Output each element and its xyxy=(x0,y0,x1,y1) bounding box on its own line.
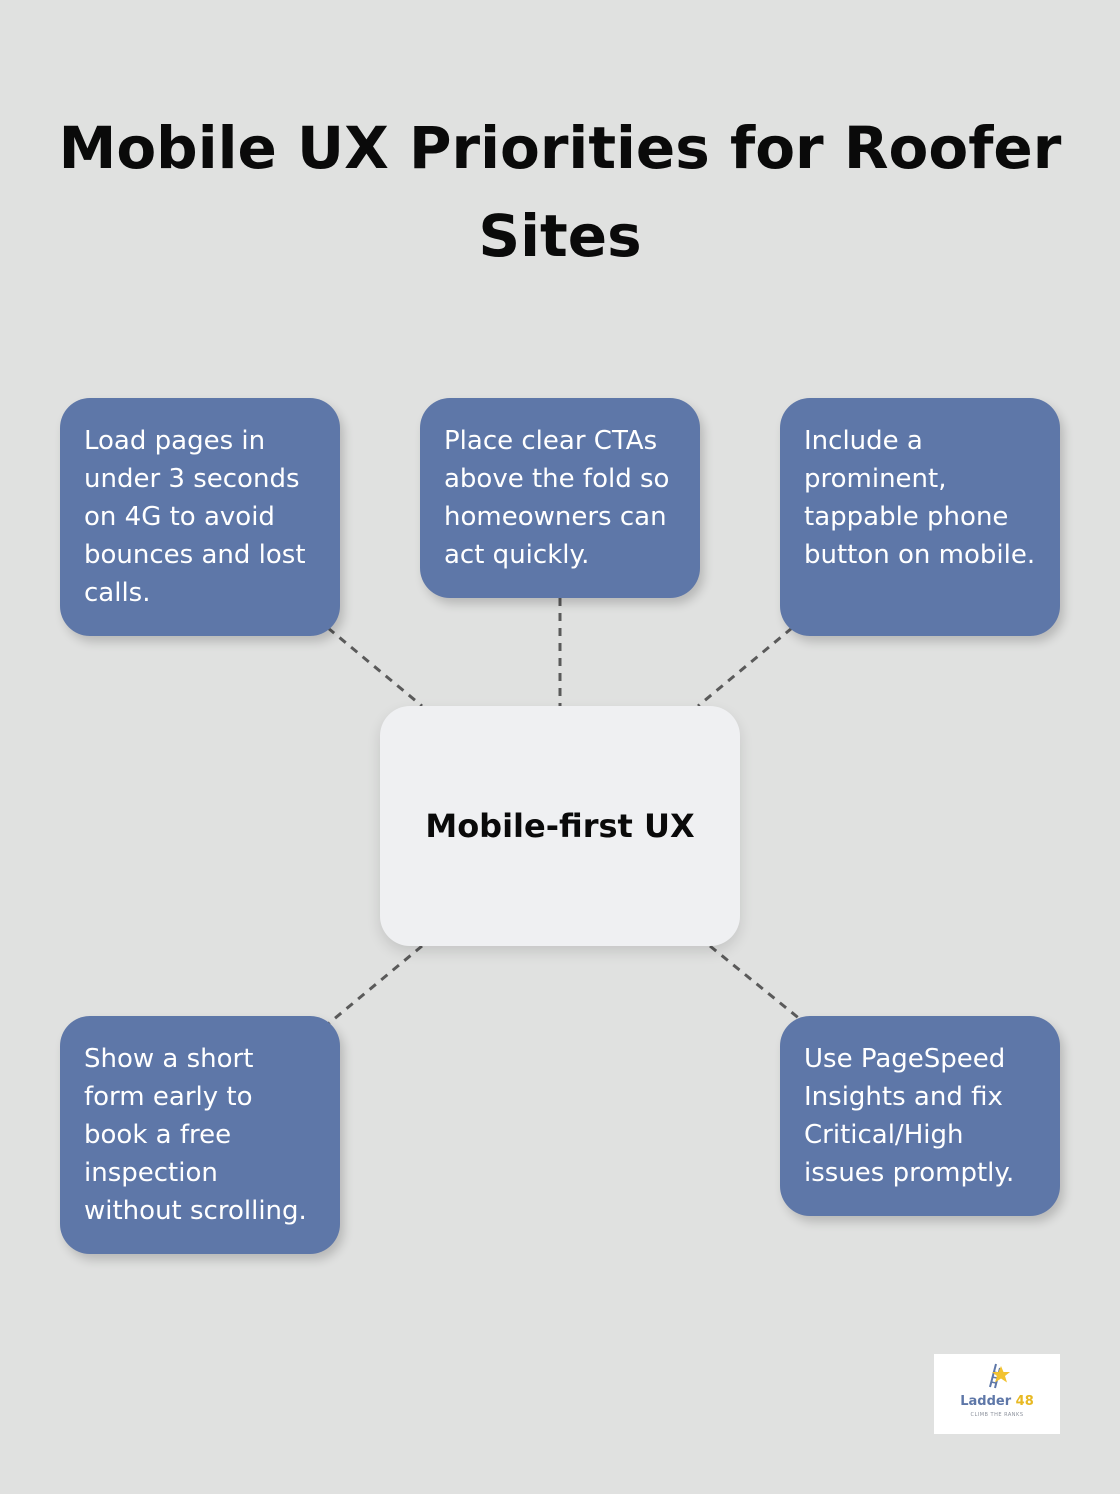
priority-box-pagespeed-insights: Use PageSpeed Insights and fix Critical/… xyxy=(780,1016,1060,1216)
priority-box-short-form: Show a short form early to book a free i… xyxy=(60,1016,340,1254)
connector-top-left xyxy=(327,626,423,708)
logo-number: 48 xyxy=(1015,1394,1034,1409)
priority-box-page-speed: Load pages in under 3 seconds on 4G to a… xyxy=(60,398,340,636)
logo-tagline: CLIMB THE RANKS xyxy=(970,1412,1024,1418)
priority-box-cta: Place clear CTAs above the fold so homeo… xyxy=(420,398,700,598)
priority-text: Load pages in under 3 seconds on 4G to a… xyxy=(84,426,306,608)
priority-text: Show a short form early to book a free i… xyxy=(84,1044,307,1226)
connector-bottom-left xyxy=(327,944,423,1026)
priority-text: Include a prominent, tappable phone butt… xyxy=(804,426,1036,570)
priority-text: Use PageSpeed Insights and fix Critical/… xyxy=(804,1044,1015,1188)
connector-top-right xyxy=(697,626,793,708)
ladder-star-icon xyxy=(989,1363,1010,1389)
brand-logo: Ladder 48 CLIMB THE RANKS xyxy=(934,1354,1060,1434)
priority-text: Place clear CTAs above the fold so homeo… xyxy=(444,426,670,570)
page-title: Mobile UX Priorities for Roofer Sites xyxy=(58,114,1062,270)
center-label: Mobile-first UX xyxy=(425,807,695,845)
center-node: Mobile-first UX xyxy=(380,706,740,946)
connector-bottom-right xyxy=(709,944,807,1026)
priority-box-phone-button: Include a prominent, tappable phone butt… xyxy=(780,398,1060,636)
logo-name: Ladder xyxy=(960,1394,1012,1409)
